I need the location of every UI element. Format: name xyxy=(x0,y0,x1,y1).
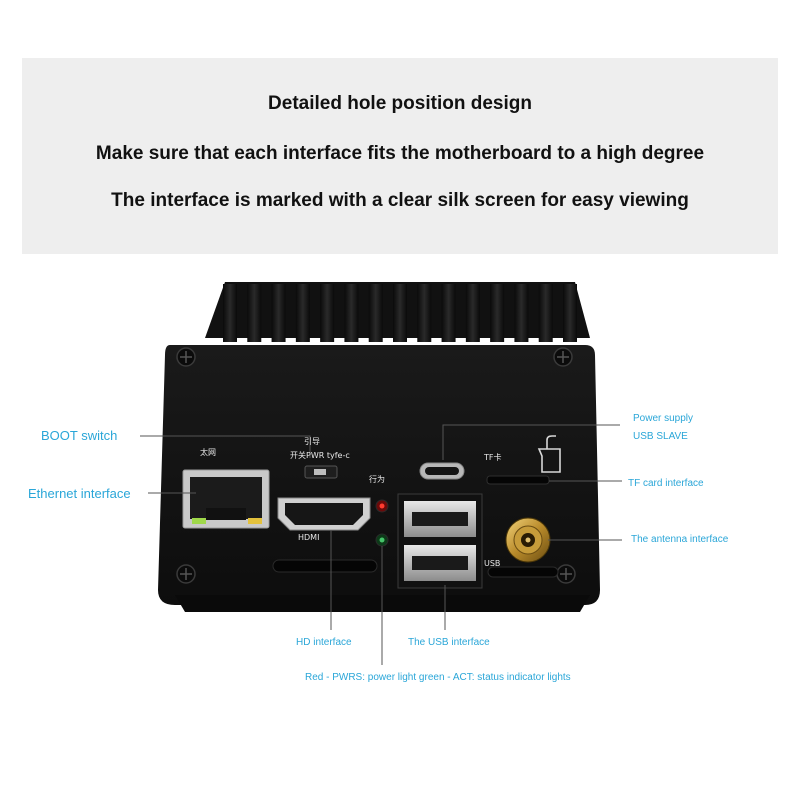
heatsink-fin xyxy=(538,284,553,342)
banner-line-3: The interface is marked with a clear sil… xyxy=(111,190,689,211)
silk-tf: TF卡 xyxy=(484,453,502,462)
heatsink-fin xyxy=(295,284,310,342)
heatsink-fin xyxy=(344,284,359,342)
usb-a-ports xyxy=(397,493,483,589)
corner-screws xyxy=(176,347,576,584)
silk-usb: USB xyxy=(484,559,501,568)
callout-hd: HD interface xyxy=(296,637,352,648)
silk-leds: 行为 xyxy=(369,475,385,484)
silk-boot-bottom: 开关PWR tyfe-c xyxy=(290,451,350,460)
status-leds xyxy=(375,499,389,547)
heatsink-fin xyxy=(223,284,237,342)
title-banner xyxy=(22,58,778,254)
callout-ethernet: Ethernet interface xyxy=(28,486,131,501)
heatsink-fin xyxy=(247,284,262,342)
silk-ethernet: 太网 xyxy=(200,448,216,457)
callout-tf-card: TF card interface xyxy=(628,478,704,489)
vent-slots xyxy=(272,559,559,578)
heatsink-fins xyxy=(205,282,590,342)
callout-leader-lines xyxy=(140,424,622,665)
tf-card-icon xyxy=(537,435,561,473)
heatsink-fin xyxy=(320,284,335,342)
hdmi-port xyxy=(277,497,371,531)
callout-antenna: The antenna interface xyxy=(631,534,729,545)
callout-leds: Red - PWRS: power light green - ACT: sta… xyxy=(305,672,571,683)
banner-line-2: Make sure that each interface fits the m… xyxy=(95,143,705,164)
callout-usb: The USB interface xyxy=(408,637,490,648)
banner-line-1: Detailed hole position design xyxy=(268,93,532,114)
heatsink-fin xyxy=(441,284,456,342)
heatsink-fin xyxy=(393,284,407,342)
heatsink-fin xyxy=(563,284,577,342)
callout-power-supply: Power supply xyxy=(633,413,694,424)
heatsink-fin xyxy=(490,284,505,342)
ethernet-port xyxy=(182,469,270,529)
heatsink-fin xyxy=(271,284,286,342)
boot-switch xyxy=(304,465,338,479)
heatsink-fin xyxy=(417,284,432,342)
heatsink-fin xyxy=(465,284,480,342)
case-body xyxy=(158,345,600,605)
silk-boot-top: 引导 xyxy=(304,437,320,446)
tf-card-slot xyxy=(486,475,550,485)
callout-usb-slave: USB SLAVE xyxy=(633,431,688,442)
antenna-connector xyxy=(505,517,551,563)
heatsink-fin xyxy=(368,284,383,342)
usb-c-port xyxy=(419,462,465,480)
callout-boot-switch: BOOT switch xyxy=(41,428,118,443)
silk-hdmi: HDMI xyxy=(298,533,320,542)
heatsink-fin xyxy=(514,284,529,342)
